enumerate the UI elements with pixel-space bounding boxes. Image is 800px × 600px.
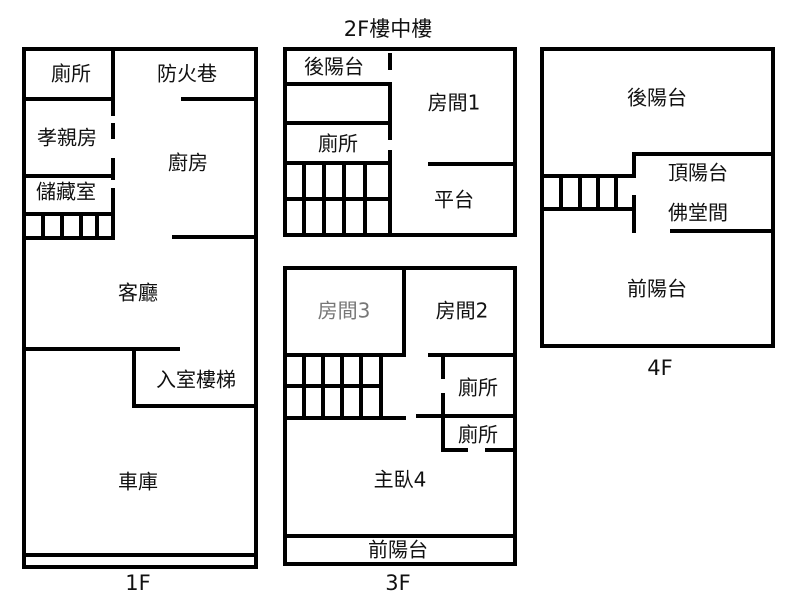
room-label: 廁所: [318, 132, 358, 156]
1f-stairs: [22, 212, 115, 240]
room-label: 房間3: [318, 299, 371, 323]
room-label: 後陽台: [304, 55, 364, 79]
room-label: 廚房: [168, 151, 208, 175]
room-label: 車庫: [118, 470, 158, 494]
4f-stairs: [540, 174, 636, 211]
floor-label-4f: 4F: [647, 356, 672, 380]
4f-outer-wall: [540, 47, 775, 348]
room-label: 房間2: [436, 299, 489, 323]
room-label: 前陽台: [627, 277, 687, 301]
room-label: 廁所: [51, 62, 91, 86]
2f-stairs: [283, 161, 392, 237]
room-label: 頂陽台: [668, 161, 728, 185]
room-label: 平台: [434, 188, 474, 212]
room-label: 後陽台: [627, 86, 687, 110]
room-label: 孝親房: [37, 126, 97, 150]
floor-4f: 後陽台 頂陽台 佛堂間 前陽台 4F: [540, 47, 775, 380]
room-label: 主臥4: [374, 468, 427, 492]
floor-label-2f: 2F樓中樓: [344, 17, 432, 41]
floor-2f: 2F樓中樓 後陽台 房間1 廁所 平台: [283, 17, 517, 237]
room-label: 廁所: [458, 376, 498, 400]
room-label: 入室樓梯: [156, 368, 236, 392]
floor-3f: 房間3 房間2 廁所 廁所 主臥4 前陽台 3F: [283, 266, 517, 595]
1f-outer-wall: [22, 47, 258, 569]
room-label: 廁所: [458, 423, 498, 447]
room-label: 房間1: [428, 91, 481, 115]
room-label: 防火巷: [157, 62, 217, 86]
room-label: 佛堂間: [668, 201, 728, 225]
floor-label-1f: 1F: [125, 571, 150, 595]
floor-label-3f: 3F: [385, 571, 410, 595]
room-label: 前陽台: [368, 538, 428, 562]
floor-1f: 廁所 防火巷 孝親房 廚房 儲藏室 客廳 入室樓梯 車庫 1F: [22, 47, 258, 595]
room-label: 客廳: [118, 281, 158, 305]
2f-outer-wall: [283, 47, 517, 237]
room-label: 儲藏室: [36, 180, 96, 204]
3f-stairs: [283, 353, 406, 420]
